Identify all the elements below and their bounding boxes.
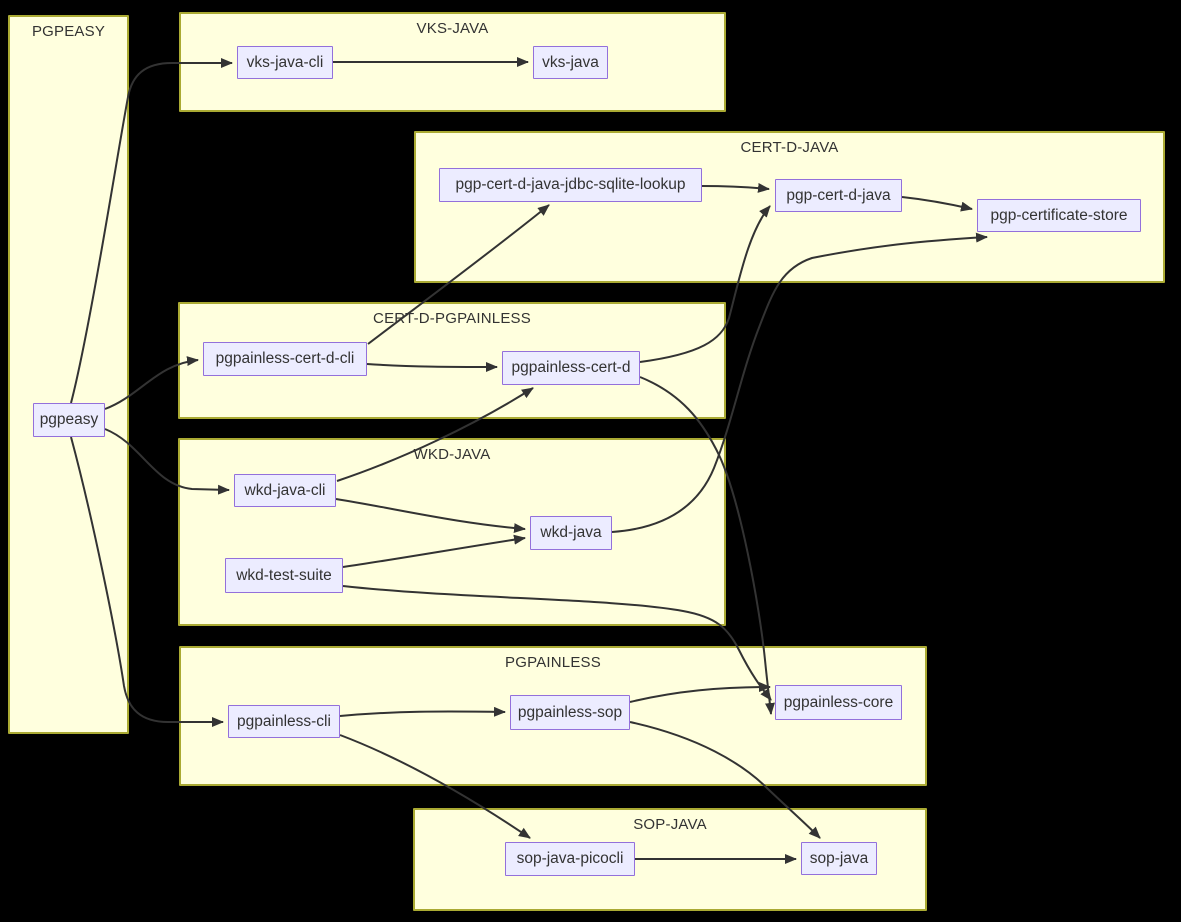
- node-pgpainless-cli: pgpainless-cli: [228, 705, 340, 738]
- node-wkd-java-cli: wkd-java-cli: [234, 474, 336, 507]
- edge-pgpainless-cert-d-cli-to-pgpainless-cert-d: [366, 361, 498, 372]
- cluster-label-wkd-java: WKD-JAVA: [413, 446, 491, 463]
- node-pgpainless-cert-d-cli: pgpainless-cert-d-cli: [203, 342, 367, 376]
- edge-pgpainless-cli-to-pgpainless-sop: [339, 706, 506, 717]
- cluster-label-sop-java: SOP-JAVA: [633, 816, 707, 833]
- cluster-label-cert-d-java: CERT-D-JAVA: [740, 139, 839, 156]
- node-wkd-java: wkd-java: [530, 516, 612, 550]
- node-pgp-cert-d-java-jdbc-sqlite-lookup: pgp-cert-d-java-jdbc-sqlite-lookup: [439, 168, 702, 202]
- edge-pgpainless-cert-d-cli-to-pgp-cert-d-java-jdbc-sqlite-lookup: [367, 204, 550, 345]
- edge-pgpainless-sop-to-pgpainless-core: [629, 682, 771, 703]
- cluster-label-pgpeasy: PGPEASY: [31, 23, 106, 40]
- edge-pgpeasy-to-vks-java-cli: [70, 58, 233, 404]
- node-sop-java-picocli: sop-java-picocli: [505, 842, 635, 876]
- edge-wkd-java-to-pgp-certificate-store: [611, 232, 988, 533]
- node-pgp-certificate-store: pgp-certificate-store: [977, 199, 1141, 232]
- node-vks-java: vks-java: [533, 46, 608, 79]
- edge-pgpainless-cert-d-to-pgp-cert-d-java: [639, 205, 771, 363]
- node-pgpainless-sop: pgpainless-sop: [510, 695, 630, 730]
- node-sop-java: sop-java: [801, 842, 877, 875]
- cluster-label-vks-java: VKS-JAVA: [416, 20, 489, 37]
- cluster-label-cert-d-pgpainless: CERT-D-PGPAINLESS: [373, 310, 531, 327]
- cluster-label-pgpainless: PGPAINLESS: [505, 654, 601, 671]
- cluster-pgpeasy: PGPEASY: [8, 15, 129, 734]
- edge-pgpeasy-to-pgpainless-cert-d-cli: [104, 356, 199, 410]
- node-pgp-cert-d-java: pgp-cert-d-java: [775, 179, 902, 212]
- node-pgpainless-cert-d: pgpainless-cert-d: [502, 351, 640, 385]
- edge-wkd-java-cli-to-wkd-java: [335, 498, 526, 534]
- edge-wkd-test-suite-to-pgpainless-core: [342, 585, 772, 701]
- edge-pgp-cert-d-java-to-pgp-certificate-store: [901, 196, 973, 212]
- edge-pgpeasy-to-pgpainless-cli: [70, 436, 224, 727]
- edge-wkd-java-cli-to-pgpainless-cert-d: [336, 387, 534, 482]
- edge-pgpainless-sop-to-sop-java: [629, 721, 821, 839]
- node-pgpainless-core: pgpainless-core: [775, 685, 902, 720]
- node-vks-java-cli: vks-java-cli: [237, 46, 333, 79]
- node-wkd-test-suite: wkd-test-suite: [225, 558, 343, 593]
- node-pgpeasy: pgpeasy: [33, 403, 105, 437]
- edge-pgp-cert-d-java-jdbc-sqlite-lookup-to-pgp-cert-d-java: [701, 182, 770, 193]
- edge-pgpeasy-to-wkd-java-cli: [104, 428, 230, 495]
- edge-pgpainless-cli-to-sop-java-picocli: [339, 734, 531, 839]
- edge-wkd-test-suite-to-wkd-java: [342, 534, 526, 568]
